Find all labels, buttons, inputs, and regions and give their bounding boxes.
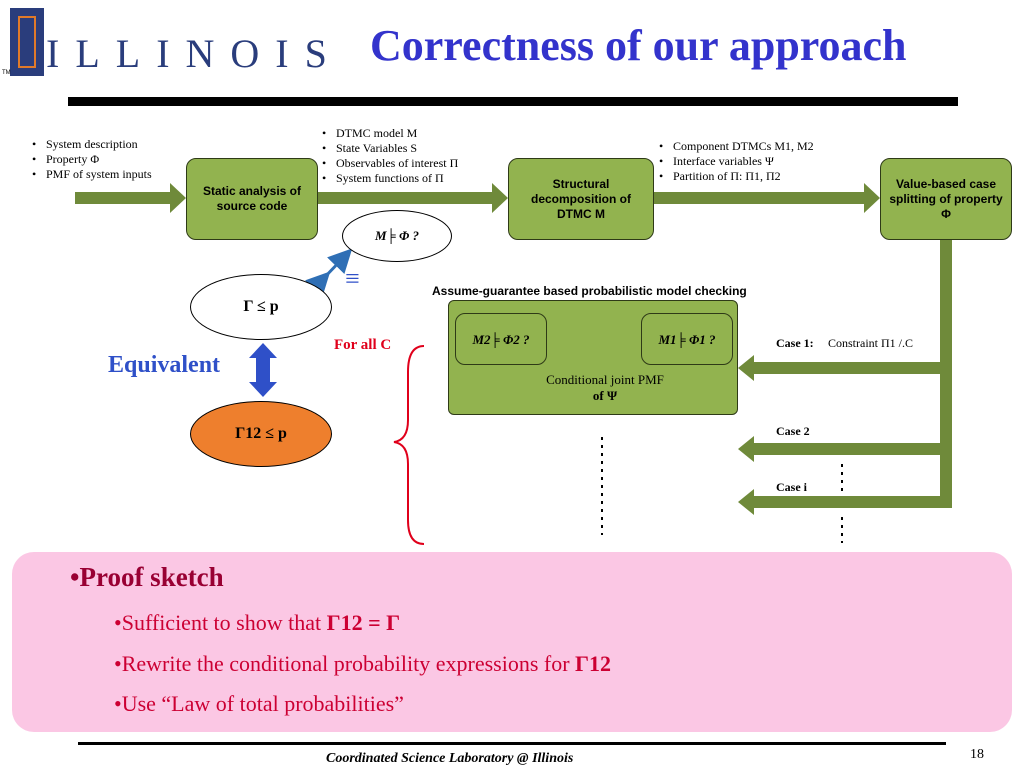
list-item: Property Φ: [30, 152, 152, 167]
case1-constraint: Constraint Π1 /.C: [828, 336, 914, 350]
query-ellipse: M╞ Φ ?: [342, 210, 452, 262]
list-item: System description: [30, 137, 152, 152]
arrow-case1: [738, 355, 952, 381]
illinois-logo-i-icon: [18, 16, 36, 68]
arrow-casei: [738, 489, 952, 515]
m2-query-box: M2╞ Φ2 ?: [455, 313, 547, 365]
proof-bullet-1: •Sufficient to show that Γ12 = Γ: [114, 610, 400, 636]
illinois-logo-block: [10, 8, 44, 76]
pmf-line: Conditional joint PMF: [546, 372, 664, 387]
component-output-list: Component DTMCs M1, M2 Interface variabl…: [657, 139, 814, 184]
box-line: Φ: [941, 206, 951, 221]
arrow-step2-to-step3: [654, 183, 880, 213]
box-line: DTMC M: [557, 206, 605, 221]
box-line: splitting of property: [889, 191, 1003, 206]
list-item: DTMC model M: [320, 126, 458, 141]
slide-title: Correctness of our approach: [370, 21, 907, 70]
bullet-math: Γ12 = Γ: [326, 610, 401, 635]
equiv-blue-arrow: [305, 248, 353, 297]
footer-lab: Coordinated Science Laboratory @ Illinoi…: [326, 751, 574, 766]
pmf-line: of Ψ: [592, 388, 618, 403]
bullet-text: •Rewrite the conditional probability exp…: [114, 651, 576, 676]
structural-decomposition-box: Structural decomposition of DTMC M: [508, 158, 654, 240]
input-list: System description Property Φ PMF of sys…: [30, 137, 152, 182]
title-rule: [68, 97, 958, 106]
page-number: 18: [970, 747, 984, 762]
pmf-label: Conditional joint PMF of Ψ: [520, 372, 690, 404]
bullet-text: •Sufficient to show that: [114, 610, 327, 635]
case2-label: Case 2: [776, 424, 810, 438]
list-item: PMF of system inputs: [30, 167, 152, 182]
list-item: Observables of interest Π: [320, 156, 458, 171]
gamma12-ellipse: Γ12 ≤ p: [190, 401, 332, 467]
casei-label: Case i: [776, 480, 807, 494]
proof-bullet-2: •Rewrite the conditional probability exp…: [114, 651, 611, 677]
bullet-math: Γ12: [575, 651, 612, 676]
for-all-brace: [393, 345, 425, 545]
equivalent-label: Equivalent: [108, 352, 221, 378]
arrow-step1-to-step2: [318, 183, 508, 213]
box-line: Value-based case: [895, 176, 997, 191]
proof-bullet-3: •Use “Law of total probabilities”: [114, 691, 404, 716]
box-line: Structural: [552, 176, 610, 191]
case1-label: Case 1:: [776, 336, 814, 350]
list-item: Partition of Π: Π1, Π2: [657, 169, 814, 184]
for-all-label: For all C: [334, 337, 392, 353]
trademark: TM: [2, 70, 11, 76]
gamma-text: Γ ≤ p: [243, 298, 279, 315]
list-item: System functions of Π: [320, 171, 458, 186]
logo-text: ILLINOIS: [46, 31, 343, 76]
footer-rule: [78, 742, 946, 745]
list-item: Component DTMCs M1, M2: [657, 139, 814, 154]
m1-query-box: M1╞ Φ1 ?: [641, 313, 733, 365]
box-line: decomposition of: [531, 191, 631, 206]
query-text: M╞ Φ ?: [374, 228, 420, 243]
flow-arrows: [75, 183, 952, 515]
arrow-input-to-step1: [75, 183, 186, 213]
m2-query-text: M2╞ Φ2 ?: [472, 331, 530, 347]
list-item: Interface variables Ψ: [657, 154, 814, 169]
equivalent-double-arrow: [249, 343, 277, 397]
proof-heading: •Proof sketch: [70, 562, 224, 592]
list-item: State Variables S: [320, 141, 458, 156]
equiv-symbol: ≡: [345, 264, 360, 293]
box-line: Static analysis of: [202, 184, 302, 198]
proof-panel: [12, 552, 1012, 732]
static-analysis-box: Static analysis of source code: [186, 158, 318, 240]
gamma12-text: Γ12 ≤ p: [235, 425, 287, 442]
dtmc-output-list: DTMC model M State Variables S Observabl…: [320, 126, 458, 186]
case-splitting-box: Value-based case splitting of property Φ: [880, 158, 1012, 240]
m1-query-text: M1╞ Φ1 ?: [658, 331, 716, 347]
gamma-ellipse: Γ ≤ p: [190, 274, 332, 340]
ag-title: Assume-guarantee based probabilistic mod…: [432, 284, 747, 298]
box-line: source code: [216, 199, 288, 213]
arrow-case2: [738, 436, 940, 462]
